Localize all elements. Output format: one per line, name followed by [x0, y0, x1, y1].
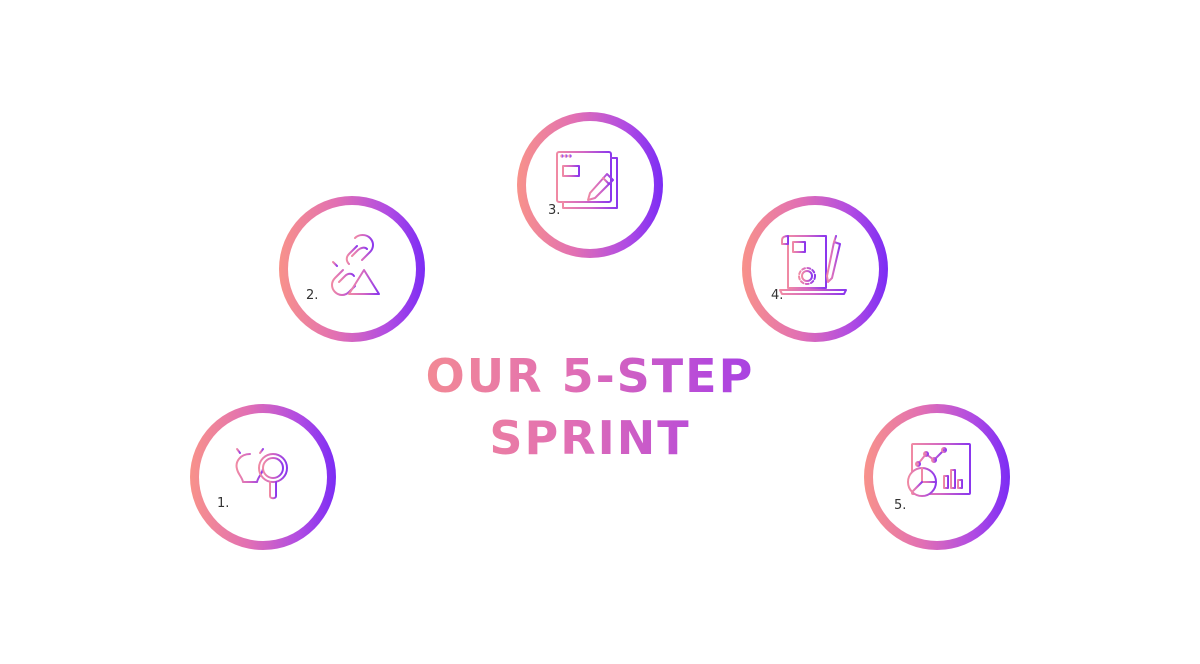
step-1: 1.: [190, 404, 336, 550]
title-line-2: SPRINT: [489, 411, 691, 465]
step-5: 5.: [864, 404, 1010, 550]
step-3-number: 3.: [548, 203, 561, 218]
browser-edit-icon: [556, 151, 618, 209]
step-3: 3.: [517, 112, 663, 258]
analytics-dashboard-icon: [907, 443, 971, 497]
step-2: 2.: [279, 196, 425, 342]
diagram-title: OUR 5-STEP SPRINT: [380, 345, 800, 469]
step-2-number: 2.: [306, 288, 319, 303]
title-line-1: OUR 5-STEP: [425, 349, 755, 403]
broken-link-warning-icon: [326, 234, 380, 296]
step-1-number: 1.: [217, 496, 230, 511]
step-5-number: 5.: [894, 498, 907, 513]
lightbulb-magnifier-icon: [231, 443, 288, 500]
document-settings-pen-icon: [779, 235, 847, 295]
step-4: 4.: [742, 196, 888, 342]
step-4-number: 4.: [771, 288, 784, 303]
